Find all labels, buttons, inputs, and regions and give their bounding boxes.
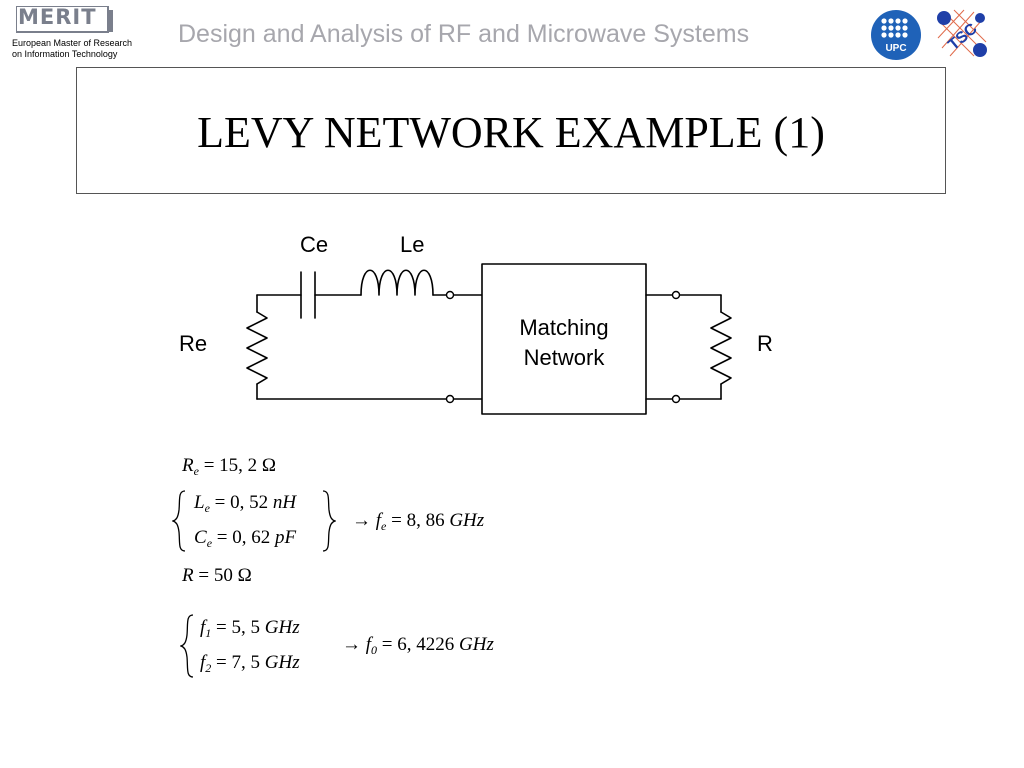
terminal-right-top (671, 290, 681, 300)
eq-ce-value: = 0, 62 (216, 527, 275, 548)
eq-re-symbol: R (182, 455, 194, 476)
eq-f0-symbol: f (365, 634, 372, 655)
eq-fe-symbol: f (375, 510, 382, 531)
upc-logo-text: UPC (885, 43, 906, 54)
eq-fe-unit: GHz (449, 510, 485, 531)
resistor-re (246, 311, 268, 385)
label-re: Re (179, 331, 207, 356)
eq-f1-unit: GHz (264, 617, 300, 638)
eq-re-subscript: e (193, 464, 199, 478)
eq-fe-value: = 8, 86 (386, 510, 450, 531)
course-title: Design and Analysis of RF and Microwave … (178, 20, 750, 48)
eq-le-value: = 0, 52 (214, 492, 273, 513)
resistor-r (710, 311, 732, 385)
slide-title: LEVY NETWORK EXAMPLE (1) (197, 108, 825, 157)
eq-f1-value: = 5, 5 (211, 617, 265, 638)
arrow-icon: → (352, 510, 376, 531)
eq-ce-subscript: e (206, 536, 213, 550)
eq-ce-unit: pF (274, 527, 297, 548)
eq-le-subscript: e (204, 501, 210, 515)
terminal-right-bottom (671, 394, 681, 404)
label-r: R (757, 331, 773, 356)
tagline-line-2: on Information Technology (12, 49, 118, 59)
eq-f2-unit: GHz (264, 652, 300, 673)
eq-f2-value: = 7, 5 (211, 652, 265, 673)
eq-fe-subscript: e (381, 519, 387, 533)
left-brace-2 (180, 614, 194, 678)
equation-fe: → fe = 8, 86 GHz (352, 510, 484, 537)
label-le: Le (400, 232, 424, 257)
eq-f0-value: = 6, 4226 (377, 634, 459, 655)
arrow-icon: → (342, 634, 366, 655)
eq-f1-symbol: f (200, 617, 206, 638)
tsc-logo-icon: TSC (937, 9, 987, 57)
levy-circuit-diagram: Ce Le Re R Matching Network (179, 232, 773, 415)
right-brace-1 (322, 490, 336, 552)
eq-f1-subscript: 1 (205, 626, 212, 640)
terminal-left-bottom (445, 394, 455, 404)
eq-le-unit: nH (272, 492, 297, 513)
eq-le-symbol: L (194, 492, 205, 513)
equation-re: Re = 15, 2 Ω (182, 455, 276, 482)
merit-wordmark-icon (16, 6, 113, 33)
eq-r-value: = 50 Ω (193, 565, 252, 586)
network-label-line-2: Network (524, 345, 606, 370)
equation-f0: → f0 = 6, 4226 GHz (342, 634, 494, 661)
eq-f2-subscript: 2 (205, 661, 212, 675)
equation-f2: f2 = 7, 5 GHz (200, 652, 300, 679)
equation-r: R = 50 Ω (182, 565, 252, 587)
eq-r-symbol: R (182, 565, 194, 586)
upc-logo-icon: UPC (871, 10, 921, 60)
title-box: LEVY NETWORK EXAMPLE (1) (76, 67, 946, 194)
left-brace-1 (172, 490, 186, 552)
eq-ce-symbol: C (194, 527, 207, 548)
merit-logo: MERIT European Master of Research on Inf… (12, 4, 142, 60)
matching-network-box (481, 263, 647, 415)
label-ce: Ce (300, 232, 328, 257)
network-label-line-1: Matching (519, 315, 608, 340)
equation-f1: f1 = 5, 5 GHz (200, 617, 300, 644)
eq-f2-symbol: f (200, 652, 206, 673)
inductor-le (360, 269, 434, 296)
tagline-line-1: European Master of Research (12, 38, 133, 48)
merit-tagline: European Master of Research on Informati… (12, 38, 132, 60)
eq-f0-subscript: 0 (371, 643, 378, 657)
equation-le: Le = 0, 52 nH (194, 492, 296, 519)
terminal-left-top (445, 290, 455, 300)
eq-f0-unit: GHz (459, 634, 494, 655)
eq-re-value: = 15, 2 Ω (203, 455, 277, 476)
merit-wordmark-text: MERIT (18, 5, 97, 29)
equation-ce: Ce = 0, 62 pF (194, 527, 296, 554)
